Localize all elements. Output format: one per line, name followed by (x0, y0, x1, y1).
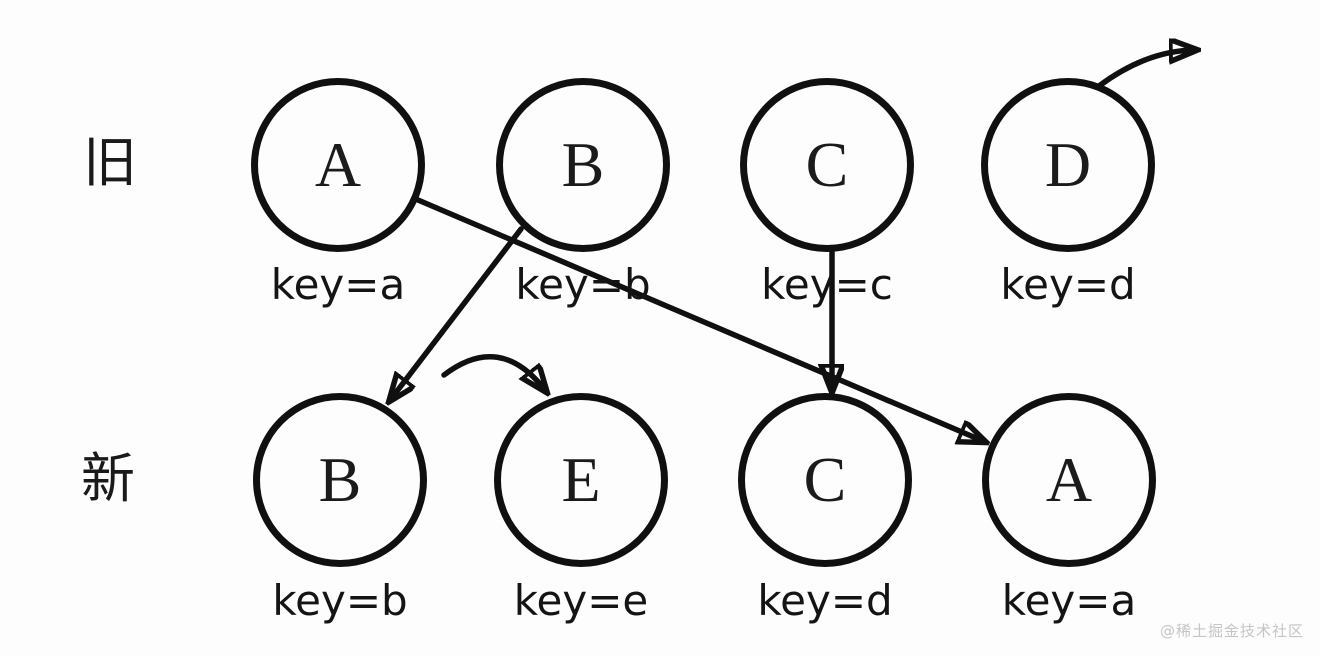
node-old-a-key: key=a (270, 260, 406, 309)
arrow-old-d-removed (1096, 50, 1194, 89)
arrow-old-b-to-new-b (391, 226, 524, 399)
node-old-a-letter: A (314, 129, 362, 200)
node-new-e-letter: E (561, 444, 601, 515)
node-old-c-letter: C (805, 129, 849, 200)
node-new-b-key: key=b (272, 576, 408, 625)
node-old-c-key: key=c (761, 260, 893, 309)
node-old-d: D (981, 78, 1155, 252)
node-old-b-key: key=b (515, 260, 651, 309)
old-row-label: 旧 (83, 133, 137, 193)
node-new-e: E (494, 393, 668, 567)
node-new-e-key: key=e (513, 576, 649, 625)
node-new-a-key: key=a (1001, 576, 1137, 625)
node-new-c-key: key=d (757, 576, 893, 625)
arrow-hop-to-new-e (441, 353, 545, 390)
node-old-b-letter: B (561, 129, 605, 200)
new-row-label: 新 (81, 449, 135, 509)
node-old-d-letter: D (1044, 129, 1092, 200)
node-new-c: C (738, 393, 912, 567)
node-old-a: A (251, 78, 425, 252)
node-old-d-key: key=d (1000, 260, 1136, 309)
watermark: @稀土掘金技术社区 (1159, 622, 1304, 640)
node-new-b: B (253, 393, 427, 567)
node-new-b-letter: B (318, 444, 362, 515)
node-old-c: C (740, 78, 914, 252)
node-new-c-letter: C (803, 444, 847, 515)
node-new-a-letter: A (1045, 444, 1093, 515)
node-new-a: A (982, 393, 1156, 567)
node-old-b: B (496, 78, 670, 252)
arrow-old-a-to-new-a (415, 197, 983, 441)
